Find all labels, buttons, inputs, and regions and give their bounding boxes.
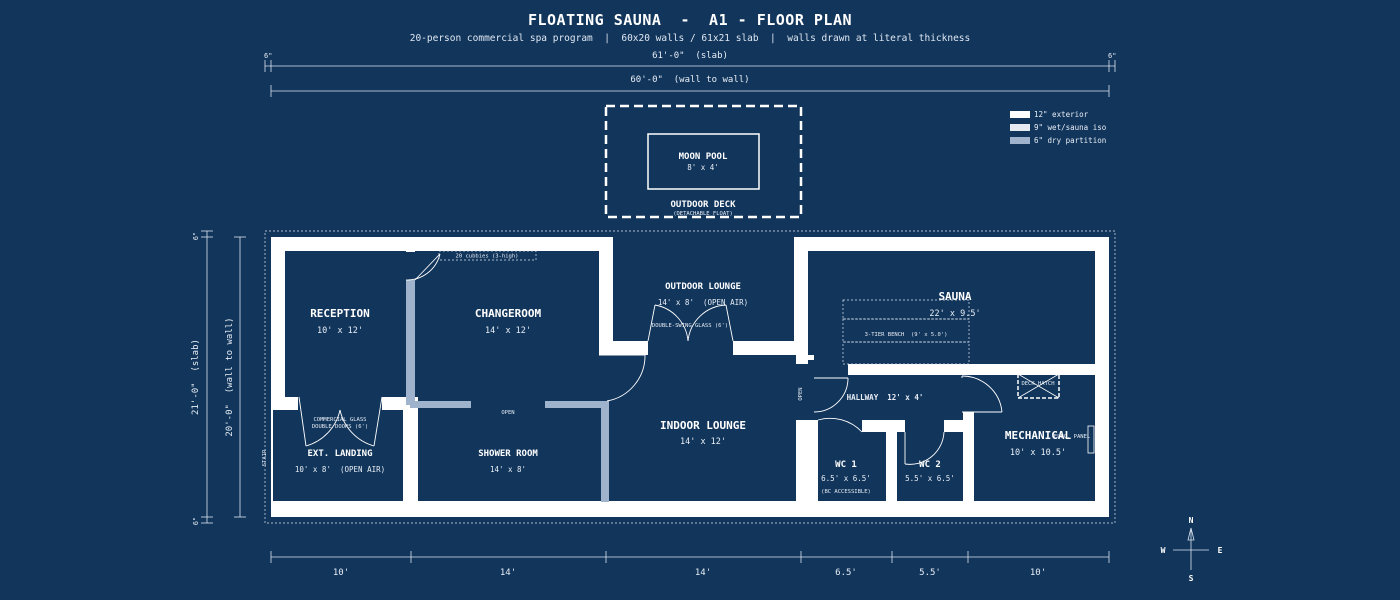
wc2-dim: 5.5' x 6.5' <box>905 474 955 483</box>
ext-landing-dim: 10' x 8' (OPEN AIR) <box>295 465 385 474</box>
outdoor-deck-note: (DETACHABLE FLOAT) <box>673 211 733 217</box>
reception-dim: 10' x 12' <box>317 326 363 336</box>
sauna-bench-label: 3-TIER BENCH (9' x 5.0') <box>865 332 948 338</box>
outdoor-lounge-dim: 14' x 8' (OPEN AIR) <box>658 298 748 307</box>
compass-east: E <box>1218 546 1223 555</box>
room-labels: RECEPTION 10' x 12' CHANGEROOM 14' x 12'… <box>295 282 1072 495</box>
compass-icon: N S E W <box>1161 516 1223 583</box>
plan-title: FLOATING SAUNA - A1 - FLOOR PLAN <box>528 11 852 29</box>
moon-pool-dim: 8' x 4' <box>687 163 719 172</box>
cubbies-label: 20 cubbies (3-high) <box>456 254 519 260</box>
bottom-dim-1: 10' <box>333 568 349 578</box>
bottom-dim-3: 14' <box>695 568 711 578</box>
offset-label-top: 6" <box>192 232 200 240</box>
slab-width-label: 61'-0" (slab) <box>652 51 728 61</box>
indoor-lounge-dim: 14' x 12' <box>680 437 726 447</box>
wall-width-label: 60'-0" (wall to wall) <box>630 75 749 85</box>
bottom-dim-5: 5.5' <box>919 568 941 578</box>
legend-label-exterior: 12" exterior <box>1034 110 1089 119</box>
shower-room-name: SHOWER ROOM <box>478 449 538 459</box>
elec-panel-box <box>1087 425 1095 454</box>
outdoor-lounge-name: OUTDOOR LOUNGE <box>665 282 741 292</box>
bottom-dim-6: 10' <box>1030 568 1046 578</box>
deck-hatch-label: DECK HATCH <box>1021 381 1054 387</box>
bottom-dim-2: 14' <box>500 568 516 578</box>
side-dimensions: 6" 6" 21'-0" (slab) 20'-0" (wall to wall… <box>191 230 246 525</box>
stair-label: STAIR <box>262 449 268 466</box>
top-dimensions: 6" 6" 61'-0" (slab) 60'-0" (wall to wall… <box>264 51 1116 97</box>
indoor-lounge-name: INDOOR LOUNGE <box>660 419 746 432</box>
elec-panel-label: ELEC. PANEL <box>1054 434 1091 440</box>
exterior-walls <box>271 237 1109 517</box>
sauna-name: SAUNA <box>938 290 971 303</box>
moon-pool-name: MOON POOL <box>679 152 728 162</box>
outdoor-deck-name: OUTDOOR DECK <box>670 200 736 210</box>
double-swing-label: DOUBLE-SWING GLASS (6') <box>652 323 728 329</box>
reception-name: RECEPTION <box>310 307 370 320</box>
double-doors-label: DOUBLE DOORS (6') <box>312 424 368 430</box>
deck-hatch-outline <box>1017 373 1060 399</box>
cubbies-outline <box>438 250 537 261</box>
wall-depth-label: 20'-0" (wall to wall) <box>225 317 235 436</box>
changeroom-name: CHANGEROOM <box>475 307 542 320</box>
offset-label-right: 6" <box>1108 52 1116 60</box>
sauna-dim: 22' x 9.5' <box>929 309 980 319</box>
dashed-details: 20 cubbies (3-high) 3-TIER BENCH (9' x 5… <box>438 250 1095 454</box>
compass-south: S <box>1189 574 1194 583</box>
door-swings <box>298 253 1003 465</box>
mechanical-dim: 10' x 10.5' <box>1010 448 1066 458</box>
hallway-name: HALLWAY 12' x 4' <box>847 393 924 402</box>
legend-swatch-wet <box>1010 124 1030 131</box>
bottom-dimensions: 10' 14' 14' 6.5' 5.5' 10' <box>270 551 1110 578</box>
legend-label-wet: 9" wet/sauna iso <box>1034 123 1107 132</box>
changeroom-dim: 14' x 12' <box>485 326 531 336</box>
ext-landing-name: EXT. LANDING <box>307 449 372 459</box>
mechanical-name: MECHANICAL <box>1005 429 1072 442</box>
offset-label-bottom: 6" <box>192 517 200 525</box>
bottom-dim-4: 6.5' <box>835 568 857 578</box>
open-label: OPEN <box>501 410 514 416</box>
slab-outline <box>264 230 1116 524</box>
wc2-name: WC 2 <box>919 460 941 470</box>
legend-label-partition: 6" dry partition <box>1034 136 1106 145</box>
open-vertical-label: OPEN <box>798 387 804 400</box>
commercial-glass-label: COMMERCIAL GLASS <box>314 417 367 423</box>
compass-west: W <box>1161 546 1166 555</box>
moon-pool-outline <box>647 133 760 190</box>
legend-swatch-partition <box>1010 137 1030 144</box>
interior-partitions <box>406 280 609 502</box>
sauna-bench-outline <box>842 318 970 343</box>
wet-walls <box>796 350 1109 502</box>
wc1-note: (BC ACCESSIBLE) <box>821 489 871 495</box>
shower-room-dim: 14' x 8' <box>490 465 526 474</box>
legend-swatch-exterior <box>1010 111 1030 118</box>
offset-label-left: 6" <box>264 52 272 60</box>
wc1-dim: 6.5' x 6.5' <box>821 474 871 483</box>
wall-legend: 12" exterior 9" wet/sauna iso 6" dry par… <box>1010 110 1107 145</box>
plan-subtitle: 20-person commercial spa program | 60x20… <box>410 33 971 44</box>
compass-north: N <box>1189 516 1194 525</box>
wc1-name: WC 1 <box>835 460 857 470</box>
slab-depth-label: 21'-0" (slab) <box>191 339 201 415</box>
outdoor-deck: MOON POOL 8' x 4' OUTDOOR DECK (DETACHAB… <box>604 104 803 219</box>
